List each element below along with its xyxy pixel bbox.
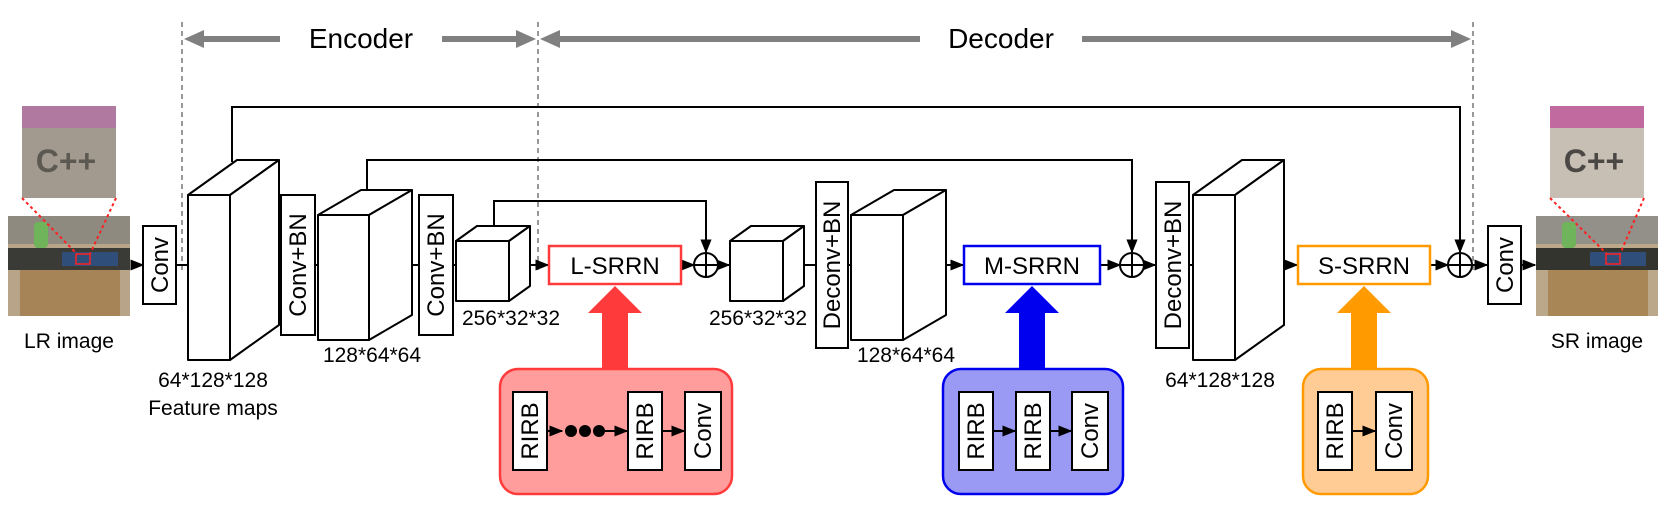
conv-input-block [142,225,177,305]
l-srrn-conv-label: Conv [690,403,717,459]
m-srrn-conv-label: Conv [1077,403,1104,459]
lr-zoom-text: C++ [36,143,96,179]
l-srrn-ellipsis-dot [593,425,605,437]
feature-map-1-dims: 64*128*128 [158,369,268,392]
deconv-bn-block-1 [815,181,849,349]
m-srrn-rirb-1-label: RIRB [963,402,990,459]
deconv-bn-label-2: Deconv+BN [1160,201,1187,330]
conv-bn-block-1 [280,194,316,336]
feature-map-6-dims: 64*128*128 [1165,369,1275,392]
elementwise-sum-2 [1119,252,1145,278]
s-srrn-conv [1375,391,1413,471]
m-srrn-rirb-1 [958,391,994,471]
deconv-bn-block-2 [1155,181,1190,349]
lr-zoom-guide-right [89,197,117,255]
feature-map-2-dims: 128*64*64 [323,344,421,367]
elementwise-sum-3 [1447,252,1473,278]
feature-map-3-dims: 256*32*32 [462,307,560,330]
l-srrn-ellipsis-dot [565,425,577,437]
deconv-bn-label-1: Deconv+BN [819,201,846,330]
feature-map-3 [455,225,531,302]
sr-zoom-guide-right [1619,197,1645,255]
skip-connection-inner [493,200,712,254]
sr-zoom-guide-left [1549,197,1608,255]
feature-map-6 [1192,159,1285,361]
sr-zoom-text: C++ [1564,143,1624,179]
conv-output-block [1487,225,1522,305]
m-srrn-input-arrow [1005,286,1059,370]
feature-map-1-caption: Feature maps [148,397,278,420]
skip-connection-middle [366,159,1138,254]
conv-output-label: Conv [1492,237,1519,293]
s-srrn-rirb-1-label: RIRB [1322,402,1349,459]
s-srrn-rirb-1 [1317,391,1353,471]
m-srrn-rirb-2-label: RIRB [1020,402,1047,459]
l-srrn-conv [684,391,722,471]
encoder-label: Encoder [309,23,413,54]
feature-map-5-dims: 128*64*64 [857,344,955,367]
l-srrn-rirb-2-label: RIRB [632,402,659,459]
lr-image [8,216,130,316]
s-srrn-input-arrow [1337,286,1391,370]
m-srrn-label: M-SRRN [984,253,1080,280]
feature-map-1 [187,159,280,361]
elementwise-sum-1 [693,252,719,278]
feature-map-4-dims: 256*32*32 [709,307,807,330]
decoder-span-arrow [540,30,1471,48]
conv-bn-label-2: Conv+BN [423,213,450,316]
conv-input-label: Conv [147,237,174,293]
lr-image-label: LR image [24,330,114,353]
l-srrn-rirb-2 [627,391,663,471]
l-srrn-rirb-1-label: RIRB [517,402,544,459]
m-srrn-block [962,244,1102,286]
feature-map-4 [729,225,805,302]
decoder-label: Decoder [948,23,1054,54]
conv-bn-block-2 [418,194,454,336]
lr-zoom-patch: C++ [22,106,116,198]
sr-image [1536,216,1658,316]
s-srrn-conv-label: Conv [1381,403,1408,459]
feature-map-5 [850,189,947,341]
skip-connection-outer [231,106,1466,254]
l-srrn-ellipsis-dot [579,425,591,437]
lr-zoom-guide-left [21,197,78,255]
l-srrn-label: L-SRRN [570,253,659,280]
sr-image-label: SR image [1551,330,1643,353]
s-srrn-block [1296,244,1432,286]
feature-map-2 [317,189,413,341]
s-srrn-label: S-SRRN [1318,253,1410,280]
conv-bn-label-1: Conv+BN [285,213,312,316]
m-srrn-rirb-2 [1015,391,1051,471]
m-srrn-conv [1071,391,1109,471]
l-srrn-block [547,244,683,286]
sr-zoom-patch: C++ [1550,106,1644,198]
encoder-span-arrow [184,30,536,48]
l-srrn-input-arrow [588,286,642,370]
